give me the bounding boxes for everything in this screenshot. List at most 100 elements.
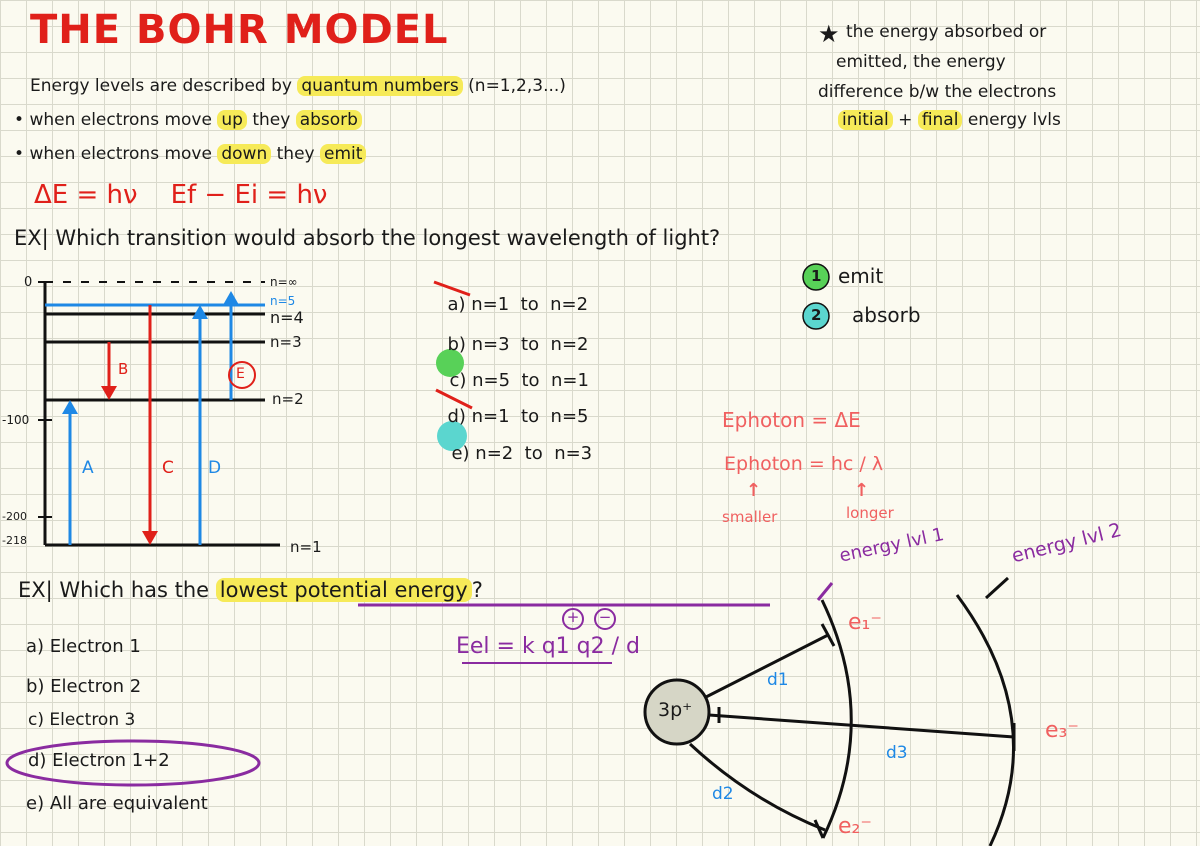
electron-1: e₁⁻ [848,610,882,635]
strike-a [433,280,471,297]
level-label-5: n=5 [270,294,296,308]
option-d-text: n=1 to n=5 [471,406,589,427]
note-energy-lvls: energy lvls [967,110,1061,130]
ex2-option-c: c) Electron 3 [28,710,136,730]
option-c-text: n=5 to n=1 [472,370,589,391]
ex1-question: EX| Which transition would absorb the lo… [14,226,721,250]
ex2-option-b: b) Electron 2 [26,676,142,697]
bullet-dot-1: • [14,110,25,130]
page-title: THE BOHR MODEL [30,7,449,53]
d1-line [705,633,829,699]
highlight-absorb: absorb [295,110,362,130]
charge-minus: − [594,608,616,630]
legend-emit: emit [838,264,884,288]
transition-label-a: A [82,458,94,478]
nucleus-label: 3p⁺ [658,699,693,721]
arrow-up-longer: ↑ [854,480,870,501]
ex2-question: EX| Which has the lowest potential energ… [18,578,483,602]
legend-absorb: absorb [852,303,921,327]
strike-d [435,388,473,410]
transition-label-c: C [162,458,174,478]
label-longer: longer [846,504,894,522]
answer-e-highlight [437,421,467,451]
option-d-label: d) [447,406,466,427]
axis-label-100: -100 [2,413,30,427]
bullet-emit: • when electrons move down they emit [14,144,367,164]
bullet-absorb-mid: they [252,110,291,130]
ex1-option-e: e) n=2 to n=3 [440,427,592,463]
highlight-emit: emit [320,144,367,164]
transition-label-e: E [236,366,245,382]
energy-level-diagram [38,281,280,547]
axis-label-0: 0 [24,275,33,290]
intro-highlight-quantum: quantum numbers [297,76,463,96]
electron-3: e₃⁻ [1045,718,1079,743]
note-star: ★ [818,20,840,48]
bullet-emit-mid: they [276,144,315,164]
answer-d-circle [5,739,261,787]
d3-line [708,713,1015,739]
note-line-2: emitted, the energy [836,52,1006,72]
ex1-option-a: a) n=1 to n=2 [436,278,588,314]
ex2-question-highlight: lowest potential energy [215,578,472,602]
arrow-up-smaller: ↑ [746,480,762,501]
charge-plus: + [562,608,584,630]
label-smaller: smaller [722,508,778,526]
bullet-absorb: • when electrons move up they absorb [14,110,362,130]
option-a-label: a) [447,294,466,315]
level-label-4: n=4 [270,308,304,327]
bullet-emit-text: when electrons move [29,144,212,164]
energy-formula: ΔE = hν Ef − Ei = hν [34,180,328,210]
bullet-dot-2: • [14,144,25,164]
intro-text-1: Energy levels are described by [30,76,292,96]
legend-num-1: 1 [811,267,822,285]
level-label-2: n=2 [272,390,304,408]
axis-label-218: -218 [2,534,27,547]
circle-e [228,361,256,389]
highlight-up: up [217,110,247,130]
note-line-4: initial + final energy lvls [838,110,1061,130]
ex2-question-pre: EX| Which has the [18,578,210,602]
highlight-final: final [917,110,963,130]
coulomb-formula: Eel = k q1 q2 / d [456,634,640,659]
electron-2: e₂⁻ [838,814,872,839]
distance-d2: d2 [712,784,734,804]
option-b-text: n=3 to n=2 [471,334,589,355]
ex1-option-b: b) n=3 to n=2 [436,318,588,354]
ephoton-eq-1: Ephoton = ΔE [722,408,861,432]
distance-d3: d3 [886,743,908,763]
highlight-initial: initial [838,110,893,130]
ex1-option-d: d) n=1 to n=5 [436,390,588,426]
intro-line: Energy levels are described by quantum n… [30,76,566,96]
d2-line [688,742,826,832]
option-c-label: c) [449,370,467,391]
option-a-text: n=1 to n=2 [471,294,589,315]
atom-drawing [643,594,1016,846]
orbit-2 [955,594,1015,846]
note-line-3: difference b/w the electrons [818,82,1057,102]
option-e-text: n=2 to n=3 [475,443,593,464]
axis-label-200: -200 [2,510,27,523]
transition-label-b: B [118,360,129,378]
legend-num-2: 2 [811,306,822,324]
legend-circle-2 [802,302,830,330]
lvl2-pointer [984,576,1010,600]
nucleus [643,678,711,746]
note-plus: + [898,110,913,130]
ex2-option-a: a) Electron 1 [26,636,141,657]
lvl1-pointer [816,582,834,601]
answer-c-highlight [436,349,464,377]
distance-d1: d1 [767,670,789,690]
bullet-absorb-text: when electrons move [29,110,212,130]
ex2-question-mark: ? [471,578,483,602]
level-label-1: n=1 [290,538,322,556]
option-b-label: b) [447,334,466,355]
ex2-option-d: d) Electron 1+2 [28,750,170,771]
transition-label-d: D [208,458,222,478]
level-label-3: n=3 [270,333,302,351]
ex2-option-e: e) All are equivalent [26,793,208,814]
level-label-inf: n=∞ [270,275,298,289]
intro-text-2: (n=1,2,3...) [468,76,566,96]
ex1-option-c: c) n=5 to n=1 [438,354,589,390]
